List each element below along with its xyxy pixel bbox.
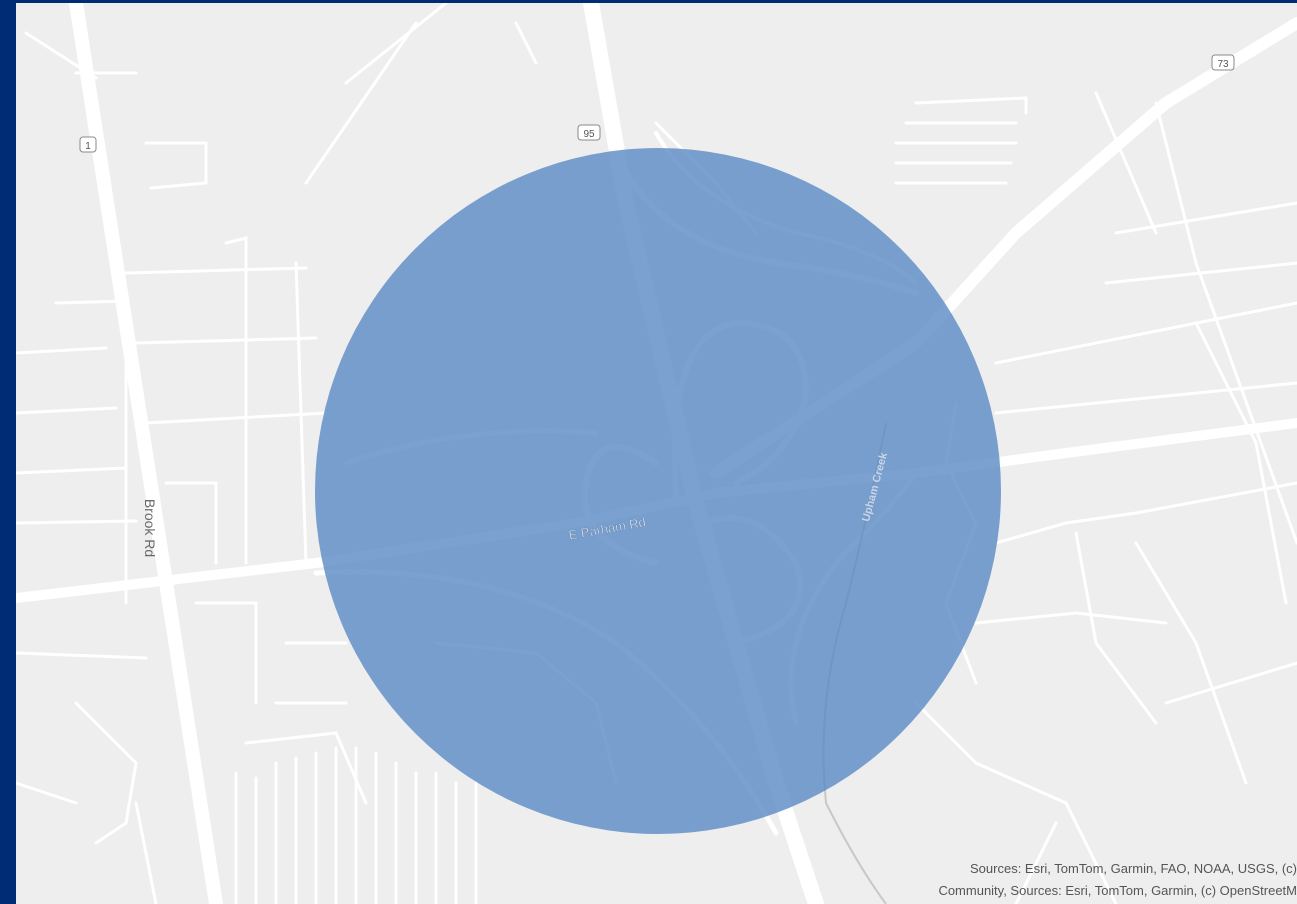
map-view[interactable]: 1 95 73 Brook Rd E Parham Rd Upham Creek… (16, 3, 1297, 904)
basemap: 1 95 73 Brook Rd E Parham Rd Upham Creek (16, 3, 1297, 904)
route-1-shield: 1 (79, 136, 97, 153)
brook-rd-road (69, 3, 223, 904)
attribution-line-2: Community, Sources: Esri, TomTom, Garmin… (938, 883, 1297, 898)
svg-text:1: 1 (85, 141, 91, 152)
route-95-shield: 95 (577, 124, 601, 141)
svg-text:73: 73 (1217, 59, 1229, 70)
attribution-line-1: Sources: Esri, TomTom, Garmin, FAO, NOAA… (970, 861, 1297, 876)
route-73-shield: 73 (1211, 54, 1235, 71)
svg-text:95: 95 (583, 129, 595, 140)
buffer-circle[interactable] (315, 148, 1001, 834)
brook-rd-label: Brook Rd (142, 499, 158, 557)
map-attribution: Sources: Esri, TomTom, Garmin, FAO, NOAA… (877, 858, 1297, 902)
